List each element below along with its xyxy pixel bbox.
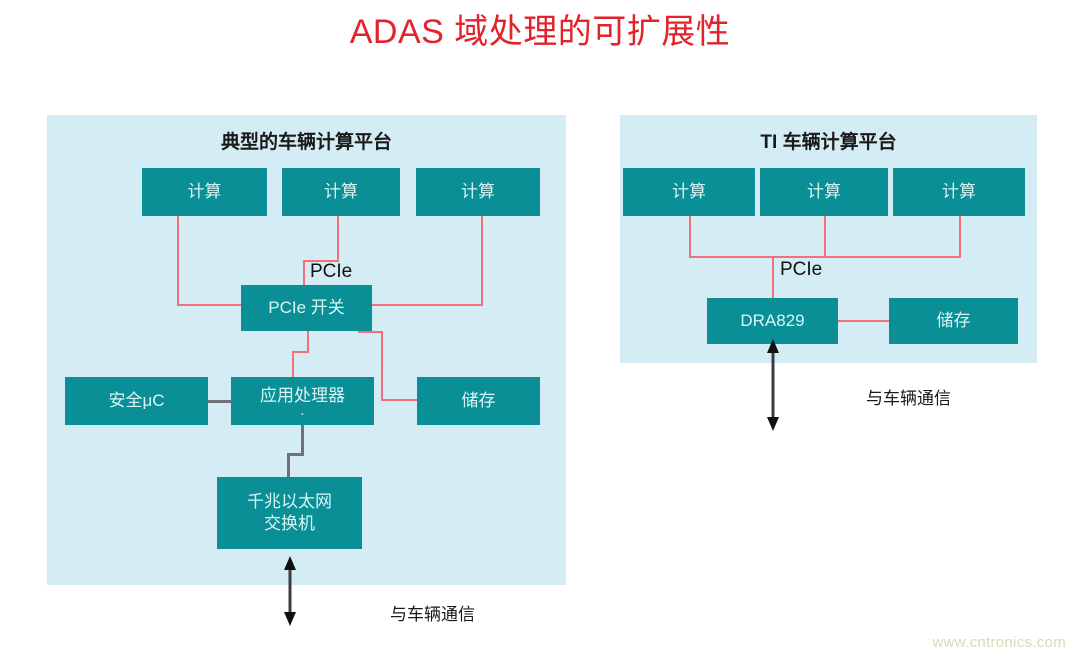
node-storage[interactable]: 储存 xyxy=(417,377,540,425)
link-compute1-horizontal xyxy=(177,304,243,306)
node-compute-2[interactable]: 计算 xyxy=(282,168,400,216)
node-app-processor-label: 应用处理器 xyxy=(260,386,345,406)
node-gig-eth-line2: 交换机 xyxy=(264,514,315,533)
node-compute-3[interactable]: 计算 xyxy=(416,168,540,216)
panel-ti-platform: TI 车辆计算平台 计算 计算 计算 DRA829 储存 PCIe xyxy=(620,115,1037,363)
panel-left-title: 典型的车辆计算平台 xyxy=(220,132,392,153)
node-compute-1[interactable]: 计算 xyxy=(623,168,755,216)
link-compute2-vertical-upper xyxy=(337,216,339,262)
link-compute2-vertical xyxy=(824,216,826,258)
node-pcie-switch[interactable]: PCIe 开关 xyxy=(241,285,372,331)
link-compute1-vertical xyxy=(689,216,691,258)
node-storage[interactable]: 储存 xyxy=(889,298,1018,344)
link-mcu-ap xyxy=(205,400,235,403)
arrow-vehicle-comm-left xyxy=(284,556,296,626)
watermark: www.cntronics.com xyxy=(932,634,1066,651)
caption-vehicle-comm-left: 与车辆通信 xyxy=(390,605,475,624)
link-switch-storage-vertical xyxy=(381,331,383,401)
link-compute1-vertical xyxy=(177,216,179,306)
link-compute2-vertical-lower xyxy=(303,260,305,287)
node-compute-1[interactable]: 计算 xyxy=(142,168,267,216)
node-safety-mcu[interactable]: 安全μC xyxy=(65,377,208,425)
link-compute2-horizontal xyxy=(303,260,339,262)
arrow-vehicle-comm-right xyxy=(767,339,779,431)
node-app-processor-subdot: . xyxy=(300,401,305,419)
node-app-processor[interactable]: 应用处理器 . xyxy=(231,377,374,425)
link-compute3-horizontal xyxy=(370,304,483,306)
node-dra829[interactable]: DRA829 xyxy=(707,298,838,344)
link-compute3-vertical xyxy=(481,216,483,306)
panel-right-title: TI 车辆计算平台 xyxy=(760,132,897,153)
link-switch-ap-vertical-upper xyxy=(307,329,309,353)
link-switch-ap-vertical-lower xyxy=(292,351,294,379)
link-switch-ap-jog xyxy=(292,351,309,353)
link-pcie-bus-horizontal xyxy=(689,256,961,258)
node-gig-eth-line1: 千兆以太网 xyxy=(247,492,332,512)
node-gigabit-ethernet-switch[interactable]: 千兆以太网 交换机 xyxy=(217,477,362,549)
node-compute-2[interactable]: 计算 xyxy=(760,168,888,216)
link-ap-geth-vertical-lower xyxy=(287,453,290,480)
link-ap-geth-vertical-upper xyxy=(301,423,304,455)
link-ap-geth-jog xyxy=(287,453,304,456)
link-switch-storage-horizontal xyxy=(381,399,419,401)
link-label-pcie-left: PCIe xyxy=(310,261,353,282)
caption-vehicle-comm-right: 与车辆通信 xyxy=(866,389,951,408)
page-title: ADAS 域处理的可扩展性 xyxy=(349,13,731,51)
link-soc-storage xyxy=(836,320,891,322)
link-compute3-vertical xyxy=(959,216,961,258)
panel-typical-platform: 典型的车辆计算平台 计算 计算 计算 PCIe 开关 安全μC 应用处理器 . … xyxy=(47,115,566,585)
link-switch-storage-jog xyxy=(358,331,383,333)
node-compute-3[interactable]: 计算 xyxy=(893,168,1025,216)
link-label-pcie-right: PCIe xyxy=(780,259,823,280)
link-pcie-bus-to-soc xyxy=(772,256,774,300)
